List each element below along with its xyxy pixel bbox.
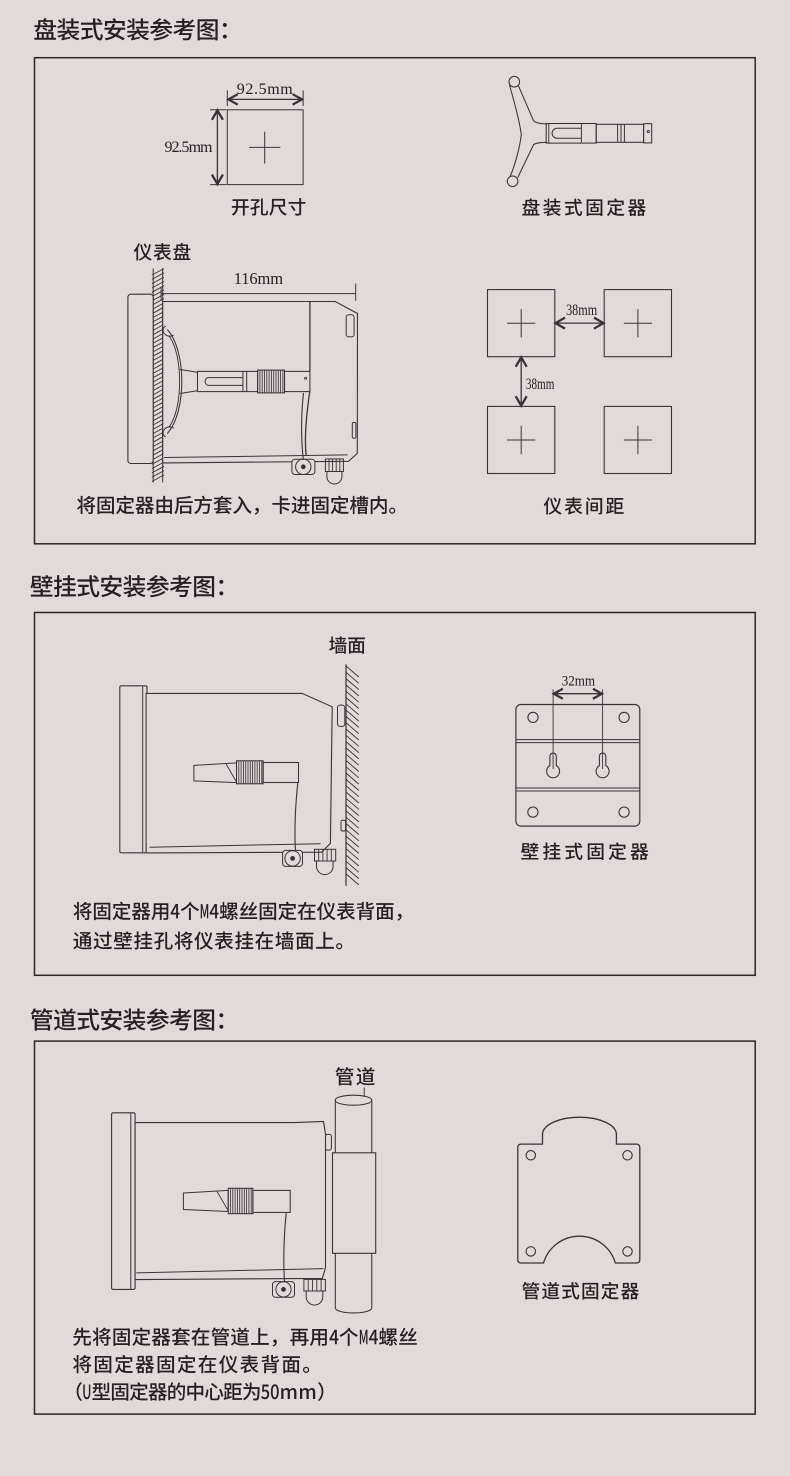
svg-text:92.5mm: 92.5mm [237,81,293,98]
svg-text:92.5mm: 92.5mm [165,139,214,156]
svg-text:116mm: 116mm [234,269,283,288]
svg-text:38mm: 38mm [566,302,597,319]
svg-text:38mm: 38mm [526,376,555,393]
svg-text:32mm: 32mm [562,673,596,689]
